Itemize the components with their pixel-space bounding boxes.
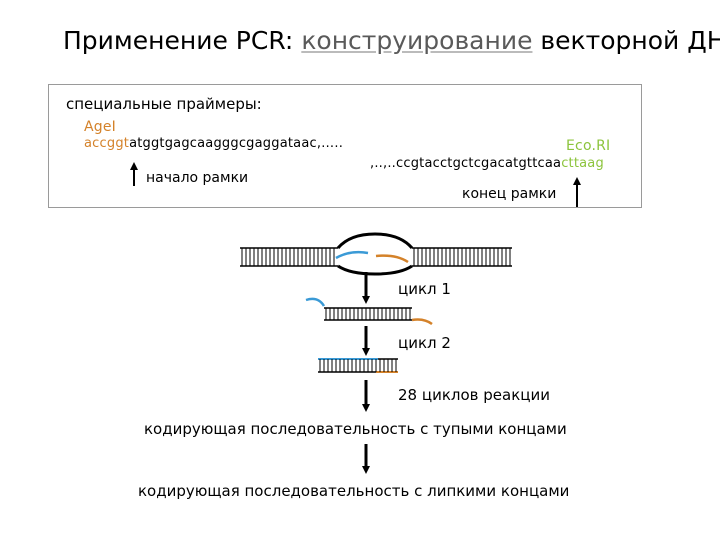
title-suffix: векторной ДНК — [540, 26, 720, 55]
forward-primer-annealed — [335, 250, 369, 260]
cycle-1-label: цикл 1 — [398, 280, 451, 298]
primers-heading: специальные праймеры: — [66, 95, 262, 113]
frame-start-label: начало рамки — [146, 170, 249, 186]
title-highlight: конструирование — [301, 26, 533, 55]
reverse-primer-main: ,..,..ccgtacctgctcgacatgttcaa — [370, 156, 562, 171]
reverse-primer-annealed — [375, 254, 409, 264]
blunt-ends-label: кодирующая последовательность с тупыми к… — [144, 420, 567, 438]
ecori-label: Eco.RI — [566, 138, 611, 154]
ecori-site: cttaag — [561, 156, 604, 171]
title-prefix: Применение PCR: — [63, 26, 302, 55]
sticky-ends-label: кодирующая последовательность с липкими … — [138, 482, 570, 500]
cycle-2-product — [318, 358, 398, 373]
forward-primer-rest: atggtgagcaagggcgaggataac,….. — [129, 136, 344, 151]
reverse-primer-sequence: ,..,..ccgtacctgctcgacatgttcaacttaag — [370, 156, 604, 171]
page-title: Применение PCR: конструирование векторно… — [63, 26, 720, 55]
cycle-1-product — [305, 297, 433, 326]
primers-box — [48, 84, 642, 208]
forward-primer-sequence: accggtatggtgagcaagggcgaggataac,….. — [84, 136, 343, 151]
template-dna — [240, 232, 512, 276]
cycles-28-label: 28 циклов реакции — [398, 386, 550, 404]
agei-label: AgeI — [84, 119, 117, 135]
cycle-2-label: цикл 2 — [398, 334, 451, 352]
frame-end-label: конец рамки — [462, 186, 557, 202]
agei-site: accggt — [84, 136, 130, 151]
